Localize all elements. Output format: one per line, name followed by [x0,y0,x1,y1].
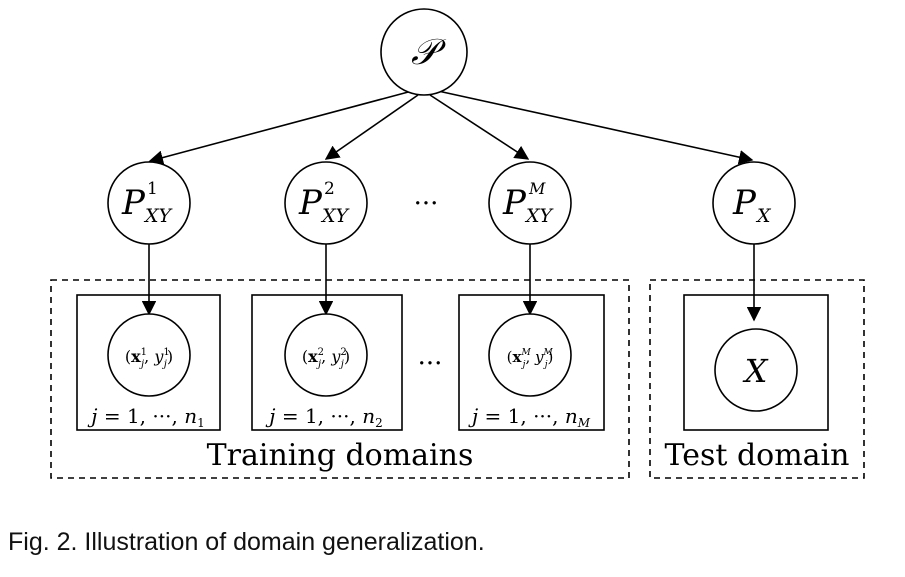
dist-ellipsis: ··· [414,189,439,219]
dist-node-m: P M XY [488,161,572,245]
edge-root-to-p1 [148,90,413,165]
sample-edges [141,244,762,322]
test-dist-node: P X [712,161,796,245]
figure-caption: Fig. 2. Illustration of domain generaliz… [8,528,485,556]
dist-1-base: P [121,183,146,223]
edge-root-to-px [437,90,754,165]
dist-node-1: P 1 XY [107,161,191,245]
training-domains-label: Training domains [207,438,474,473]
dist-m-base: P [502,183,527,223]
test-domain-label: Test domain [665,438,850,473]
root-node: 𝒫 [380,8,468,96]
test-dist-base: P [732,183,757,223]
edge-root-to-p2 [324,94,419,160]
edge-root-to-pm [429,94,530,160]
dist-2-sub: XY [320,205,351,227]
sample-ellipsis: ··· [418,349,443,379]
plate-2 [251,294,403,431]
dist-1-sup: 1 [147,179,158,199]
dist-2-sup: 2 [324,179,335,199]
dist-m-sub: XY [524,205,555,227]
test-domain-box [649,279,865,479]
plate-1-index: j = 1, ···, n1 [87,404,204,430]
test-dist-sub: X [755,205,772,227]
root-edges [148,90,754,165]
plate-1 [76,294,221,431]
dist-2-base: P [298,183,323,223]
training-domains-box [50,279,630,479]
dist-m-sup: M [528,179,546,198]
plate-m-index: j = 1, ···, nM [468,404,591,430]
plate-test [683,294,829,431]
test-sample-symbol: X [742,352,769,390]
plate-m [458,294,605,431]
test-sample-node: X [714,328,798,412]
dist-1-sub: XY [143,205,174,227]
dist-node-2: P 2 XY [284,161,368,245]
plate-2-index: j = 1, ···, n2 [265,404,382,430]
